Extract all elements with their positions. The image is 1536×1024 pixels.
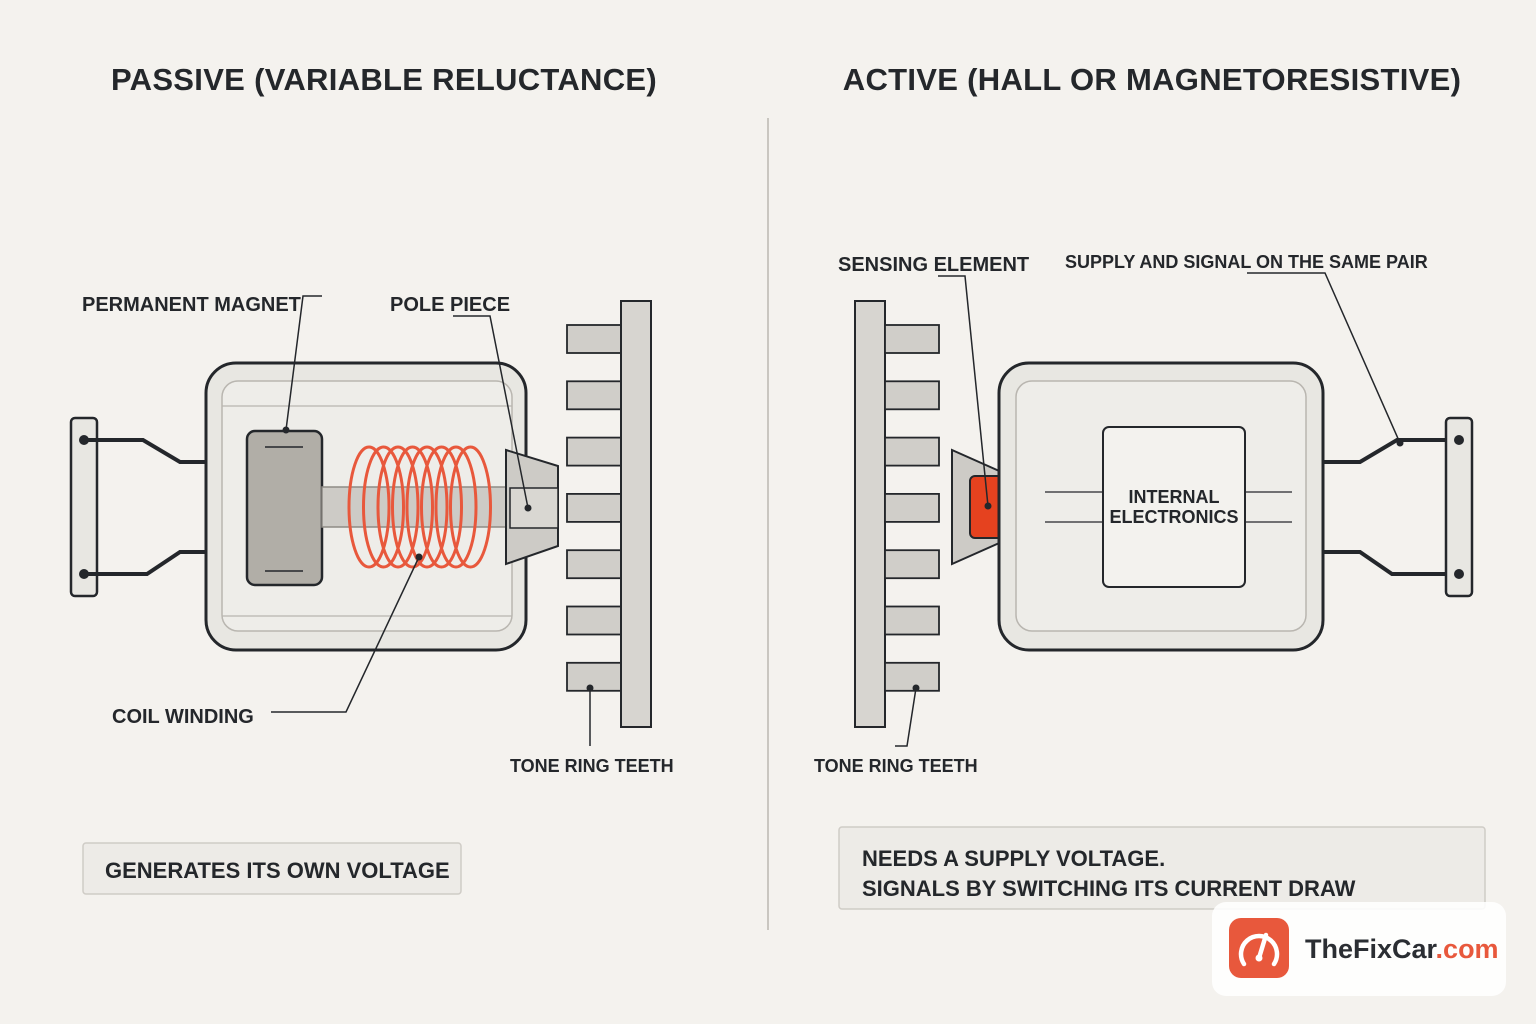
leader-dot-supply xyxy=(1396,439,1404,447)
coil-loop xyxy=(434,445,478,569)
passive-sensor xyxy=(69,300,652,728)
coil-loop xyxy=(376,445,420,569)
active-connector xyxy=(1444,416,1474,598)
coil-loop xyxy=(391,445,434,569)
leader-dot-pole xyxy=(524,504,532,512)
active-pin-top xyxy=(1454,435,1464,445)
active-tone-ring-tooth xyxy=(884,380,940,411)
active-pin-bottom xyxy=(1454,569,1464,579)
active-wire-bottom xyxy=(1323,550,1459,576)
active-tone-ring-tooth xyxy=(884,549,940,580)
active-tone-ring-tooth xyxy=(884,605,940,636)
passive-tone-ring-tooth xyxy=(566,549,622,580)
passive-note: GENERATES ITS OWN VOLTAGE xyxy=(105,858,450,883)
passive-tone-ring-tooth xyxy=(566,324,622,354)
passive-wire-top xyxy=(84,438,208,464)
leader-supply-signal xyxy=(1247,272,1401,444)
leader-tone-ring-teeth-active xyxy=(895,687,917,747)
coil-loop xyxy=(420,445,463,569)
active-tone-ring-tooth xyxy=(884,324,940,354)
passive-tone-ring xyxy=(620,300,652,728)
gauge-logo-icon xyxy=(1229,918,1289,978)
leader-permanent-magnet xyxy=(285,295,322,431)
leader-dot-teeth-active xyxy=(912,684,920,692)
leader-dot-magnet xyxy=(282,426,290,434)
label-sensing-element: SENSING ELEMENT xyxy=(838,254,1029,276)
coil-winding xyxy=(347,445,492,569)
active-note-line1: NEEDS A SUPPLY VOLTAGE. xyxy=(862,846,1165,871)
passive-title: PASSIVE (VARIABLE RELUCTANCE) xyxy=(111,62,657,97)
coil-loop xyxy=(405,445,449,569)
label-tone-ring-teeth-passive: TONE RING TEETH xyxy=(510,756,674,776)
label-tone-ring-teeth-active: TONE RING TEETH xyxy=(814,756,978,776)
internal-electronics-box xyxy=(1102,426,1246,588)
active-note-box xyxy=(838,826,1486,910)
passive-tone-ring-tooth xyxy=(566,436,622,467)
passive-tone-ring-tooth xyxy=(566,661,622,692)
electronics-label-line2: ELECTRONICS xyxy=(1109,507,1238,527)
passive-note-box xyxy=(82,842,462,895)
leader-dot-teeth-passive xyxy=(586,684,594,692)
pole-piece-tip xyxy=(509,487,559,529)
active-wire-top xyxy=(1323,438,1459,464)
active-sensor: INTERNAL ELECTRONICS xyxy=(854,300,1474,728)
active-tone-ring-tooth xyxy=(884,436,940,467)
active-tone-ring-tooth xyxy=(884,661,940,692)
leader-dot-sensing xyxy=(984,502,992,510)
label-permanent-magnet: PERMANENT MAGNET xyxy=(82,294,301,316)
active-tone-ring-tooth xyxy=(884,492,940,523)
label-supply-signal: SUPPLY AND SIGNAL ON THE SAME PAIR xyxy=(1065,252,1428,272)
passive-tone-ring-teeth xyxy=(566,324,622,692)
coil-loop xyxy=(449,445,492,569)
electronics-label-line1: INTERNAL xyxy=(1129,487,1220,507)
leader-sensing-element xyxy=(938,275,989,507)
brand-name: TheFixCar.com xyxy=(1305,934,1499,964)
passive-wire-bottom xyxy=(84,550,208,576)
brand-watermark: TheFixCar.com xyxy=(1212,902,1506,996)
label-coil-winding: COIL WINDING xyxy=(112,706,254,728)
active-title: ACTIVE (HALL OR MAGNETORESISTIVE) xyxy=(843,62,1461,97)
leader-coil-winding xyxy=(271,556,420,713)
label-pole-piece: POLE PIECE xyxy=(390,294,510,316)
passive-tone-ring-tooth xyxy=(566,492,622,523)
leader-pole-piece xyxy=(453,315,529,509)
active-tone-ring-teeth xyxy=(884,324,940,692)
permanent-magnet xyxy=(245,429,324,587)
coil-loop xyxy=(362,445,405,569)
passive-connector xyxy=(69,416,99,598)
passive-tone-ring-tooth xyxy=(566,605,622,636)
active-note-line2: SIGNALS BY SWITCHING ITS CURRENT DRAW xyxy=(862,876,1356,901)
leader-dot-coil xyxy=(415,553,423,561)
passive-tone-ring-tooth xyxy=(566,380,622,411)
coil-loop xyxy=(347,445,391,569)
active-tone-ring xyxy=(854,300,886,728)
